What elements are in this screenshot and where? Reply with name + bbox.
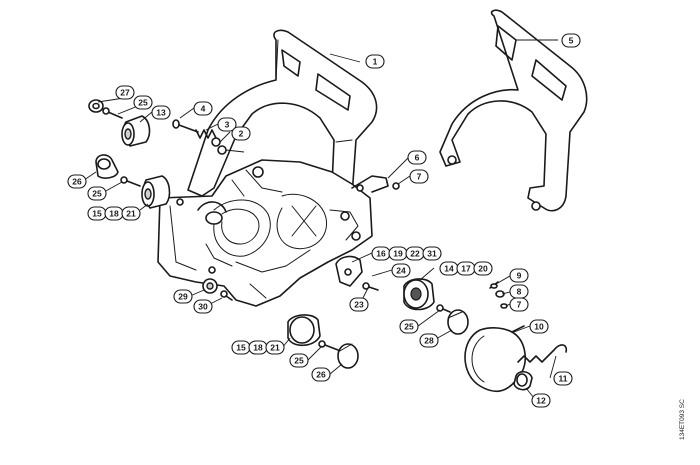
svg-text:17: 17 xyxy=(461,264,471,274)
svg-text:25: 25 xyxy=(294,356,304,366)
screw-part-25b xyxy=(436,304,451,313)
callout-8: 8 xyxy=(509,284,529,299)
callout-11: 11 xyxy=(553,371,573,386)
svg-text:14: 14 xyxy=(444,264,454,274)
mounting-plate-part xyxy=(335,255,363,287)
callout-6: 6 xyxy=(407,150,427,165)
svg-text:23: 23 xyxy=(354,300,364,310)
callout-28: 28 xyxy=(419,333,439,348)
svg-text:3: 3 xyxy=(225,120,230,130)
pin-part-9 xyxy=(489,281,499,289)
svg-text:7: 7 xyxy=(517,300,522,310)
svg-text:4: 4 xyxy=(201,104,206,114)
svg-text:24: 24 xyxy=(396,266,406,276)
screw-part-25c xyxy=(318,340,339,351)
cap-part-26 xyxy=(337,343,359,369)
svg-text:26: 26 xyxy=(316,370,326,380)
callout-9: 9 xyxy=(509,268,529,283)
bush-part-12 xyxy=(513,370,533,391)
callout-group-15-18-21-lower: 15 18 21 xyxy=(231,340,285,355)
svg-text:15: 15 xyxy=(92,209,102,219)
svg-text:8: 8 xyxy=(517,287,522,297)
callout-2: 2 xyxy=(231,126,251,141)
callout-12: 12 xyxy=(531,393,551,408)
svg-text:25: 25 xyxy=(138,98,148,108)
callout-13: 13 xyxy=(151,105,171,120)
long-screw-part xyxy=(172,119,199,133)
svg-text:5: 5 xyxy=(569,36,574,46)
callout-26a: 26 xyxy=(67,174,87,189)
svg-text:21: 21 xyxy=(126,209,136,219)
callout-26b: 26 xyxy=(311,367,331,382)
callout-27: 27 xyxy=(115,85,135,100)
small-screw-part xyxy=(120,176,141,187)
rubber-buffer-part xyxy=(121,115,151,147)
leader-lines xyxy=(83,39,558,399)
sleeve-part xyxy=(95,154,119,179)
svg-text:18: 18 xyxy=(253,343,263,353)
callout-labels: 1 5 27 25 13 4 3 2 6 7 26 25 15 18 21 16… xyxy=(67,33,581,408)
bracket-part xyxy=(351,175,400,193)
callout-25d: 25 xyxy=(289,353,309,368)
callout-3: 3 xyxy=(217,117,237,132)
alternate-handlebar-part xyxy=(439,9,588,212)
cap-part-28 xyxy=(447,309,469,335)
svg-text:29: 29 xyxy=(178,292,188,302)
svg-text:10: 10 xyxy=(534,322,544,332)
callout-group-14-17-20: 14 17 20 xyxy=(439,261,493,276)
callout-25c: 25 xyxy=(399,319,419,334)
callout-30: 30 xyxy=(193,299,213,314)
svg-text:31: 31 xyxy=(427,249,437,259)
callout-1: 1 xyxy=(365,54,385,69)
svg-text:15: 15 xyxy=(236,343,246,353)
svg-text:11: 11 xyxy=(559,374,568,384)
svg-text:13: 13 xyxy=(156,108,166,118)
svg-text:12: 12 xyxy=(536,396,546,406)
svg-text:30: 30 xyxy=(198,302,208,312)
callout-7a: 7 xyxy=(409,169,429,184)
drawing-code: 134ET093 SC xyxy=(679,399,686,440)
callout-4: 4 xyxy=(193,101,213,116)
svg-text:9: 9 xyxy=(517,271,522,281)
callout-25b: 25 xyxy=(87,186,107,201)
callout-29: 29 xyxy=(173,289,193,304)
svg-text:21: 21 xyxy=(270,343,280,353)
svg-text:25: 25 xyxy=(404,322,414,332)
callout-23: 23 xyxy=(349,297,369,312)
svg-text:20: 20 xyxy=(478,264,488,274)
callout-7b: 7 xyxy=(509,297,529,312)
nut-part xyxy=(217,145,227,155)
callout-25a: 25 xyxy=(133,95,153,110)
svg-text:16: 16 xyxy=(376,249,386,259)
large-buffer-part xyxy=(403,278,435,311)
svg-text:7: 7 xyxy=(417,172,422,182)
svg-text:6: 6 xyxy=(415,153,420,163)
svg-text:28: 28 xyxy=(424,336,434,346)
svg-text:19: 19 xyxy=(393,249,403,259)
screw-part xyxy=(102,107,123,119)
callout-24: 24 xyxy=(391,263,411,278)
callout-group-16-19-22-31: 16 19 22 31 xyxy=(371,246,442,261)
annular-buffer-part-lower xyxy=(287,314,321,347)
svg-text:27: 27 xyxy=(120,88,130,98)
stud-part-29 xyxy=(202,278,218,294)
callout-10: 10 xyxy=(529,319,549,334)
svg-text:1: 1 xyxy=(373,57,378,67)
svg-text:2: 2 xyxy=(239,129,244,139)
tension-spring-part xyxy=(517,344,568,363)
svg-text:25: 25 xyxy=(92,189,102,199)
washer-part xyxy=(88,99,104,113)
svg-text:26: 26 xyxy=(72,177,82,187)
callout-group-15-18-21-upper: 15 18 21 xyxy=(87,206,141,221)
spacer-part-8 xyxy=(495,290,505,298)
svg-text:22: 22 xyxy=(410,249,420,259)
annular-buffer-part xyxy=(141,175,171,209)
svg-text:18: 18 xyxy=(109,209,119,219)
callout-5: 5 xyxy=(561,33,581,48)
screw-part-30 xyxy=(220,290,233,301)
screw-part-23 xyxy=(362,282,379,291)
crankcase-housing xyxy=(157,159,373,307)
